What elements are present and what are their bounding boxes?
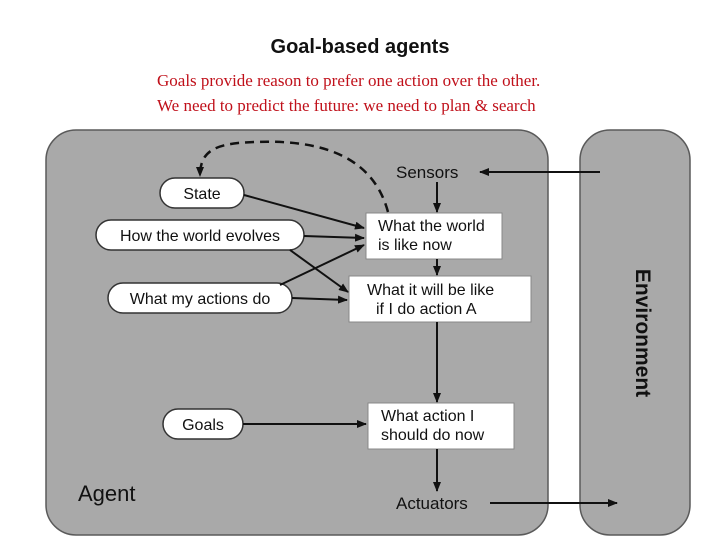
agent-panel <box>45 129 549 536</box>
sensors-label: Sensors <box>396 163 458 182</box>
world-evolves-oval <box>95 219 305 251</box>
world-now-line-2: is like now <box>378 237 452 254</box>
action-now-line-1: What action I <box>381 408 474 425</box>
goals-label: Goals <box>182 417 224 434</box>
agent-label: Agent <box>78 481 136 506</box>
actions-do-to-world-now-arrow <box>279 244 365 286</box>
world-now-line-1: What the world <box>378 218 485 235</box>
will-be-line-2: if I do action A <box>376 301 477 318</box>
environment-label: Environment <box>631 269 654 397</box>
environment-panel <box>579 129 691 536</box>
dashed-feedback-arrow <box>196 140 390 213</box>
actions-do-label: What my actions do <box>130 291 271 308</box>
will-be-box <box>348 275 532 323</box>
evolves-to-will-be-arrow <box>289 249 349 293</box>
world-now-box <box>365 212 503 260</box>
state-to-world-now-arrow <box>243 194 365 230</box>
will-be-line-1: What it will be like <box>367 282 494 299</box>
subtitle-line-2: We need to predict the future: we need t… <box>157 96 536 115</box>
page-title: Goal-based agents <box>270 36 450 58</box>
action-now-box <box>367 402 515 450</box>
actions-do-to-will-be-arrow <box>291 295 348 304</box>
state-label: State <box>183 186 220 203</box>
state-oval <box>159 177 245 209</box>
subtitle-line-1: Goals provide reason to prefer one actio… <box>157 71 541 90</box>
actuators-label: Actuators <box>396 494 468 513</box>
evolves-to-world-now-arrow <box>303 233 365 242</box>
world-evolves-label: How the world evolves <box>120 228 280 245</box>
action-now-line-2: should do now <box>381 427 485 444</box>
